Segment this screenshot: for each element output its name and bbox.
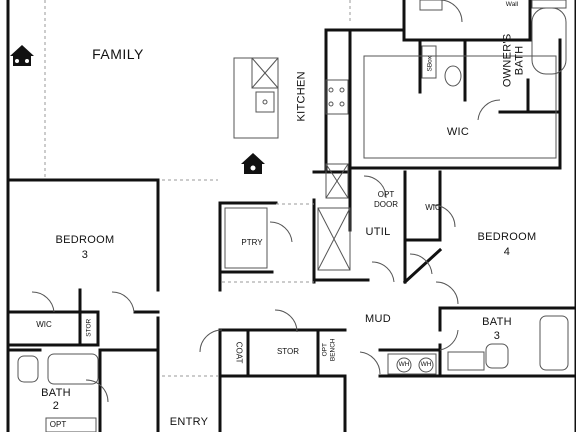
stor-mid-label: STOR bbox=[276, 347, 300, 356]
sbox-label: SBox bbox=[426, 55, 434, 72]
dashed-openings bbox=[44, 0, 351, 377]
water-heater-label-2: WH bbox=[420, 361, 432, 368]
walls bbox=[6, 0, 576, 432]
family-label: FAMILY bbox=[92, 46, 144, 62]
bedroom3-label-line2: 3 bbox=[81, 249, 89, 261]
owners-bath-label-line1: OWNER'S bbox=[501, 33, 514, 88]
entry-label: ENTRY bbox=[169, 416, 209, 428]
opt-bench-label-line1: OPT bbox=[321, 343, 329, 357]
wall-label: Wall bbox=[505, 1, 519, 8]
stor-left-label: STOR bbox=[85, 318, 93, 337]
bath3-label-line2: 3 bbox=[493, 330, 501, 342]
owners-bath-label-line2: BATH bbox=[513, 45, 526, 76]
bath2-label-line2: 2 bbox=[52, 400, 60, 412]
opt-bench-label-line2: BENCH bbox=[329, 338, 337, 362]
smart-home-icon bbox=[241, 153, 265, 174]
bedroom3-label-line1: BEDROOM bbox=[55, 234, 115, 246]
bath3-label-line1: BATH bbox=[482, 316, 512, 328]
smart-home-icon bbox=[10, 45, 34, 66]
coat-label: COAT bbox=[234, 341, 244, 364]
bath2-label-line1: BATH bbox=[41, 387, 71, 399]
owners-wic-label: WIC bbox=[446, 126, 470, 138]
opt-door-label-line2: DOOR bbox=[374, 200, 398, 209]
wic-left-label: WIC bbox=[36, 320, 52, 329]
kitchen-label: KITCHEN bbox=[295, 71, 308, 122]
wic-center-label: WIC bbox=[425, 203, 441, 212]
bedroom4-label-line1: BEDROOM bbox=[477, 231, 537, 243]
mud-label: MUD bbox=[365, 313, 391, 325]
water-heater-label-1: WH bbox=[398, 361, 410, 368]
opt-bottom-label: OPT bbox=[49, 420, 67, 429]
opt-door-label-line1: OPT bbox=[377, 190, 395, 199]
util-label: UTIL bbox=[365, 226, 391, 238]
fixtures bbox=[17, 0, 569, 432]
pantry-label: PTRY bbox=[241, 238, 263, 247]
bedroom4-label-line2: 4 bbox=[503, 246, 511, 258]
